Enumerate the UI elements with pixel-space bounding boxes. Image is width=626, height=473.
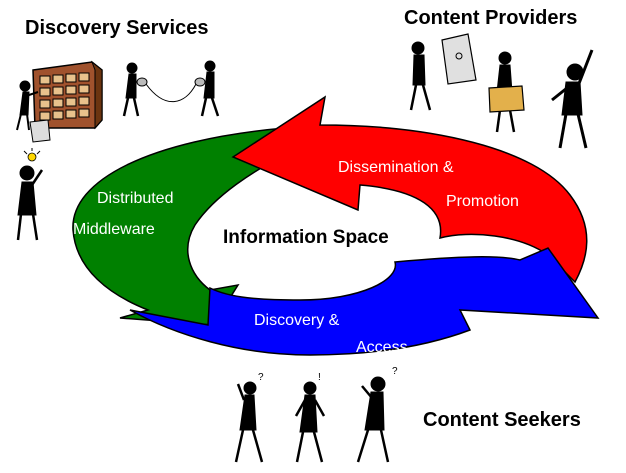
green-arrow: [72, 127, 286, 326]
question-mark-icon: ?: [392, 366, 398, 377]
green-arrow-label-line2: Middleware: [73, 221, 155, 238]
exclamation-icon: !: [318, 372, 321, 383]
person-waving-icon: [551, 49, 594, 149]
sign-symbol: [455, 52, 463, 60]
blue-arrow-label-line2: Access: [356, 339, 408, 356]
person-idea-icon: [16, 165, 44, 241]
person-phone-right-icon: [194, 60, 220, 117]
discovery-services-clipart: [16, 60, 220, 241]
phone-cord: [145, 83, 197, 103]
person-confused-middle-icon: !: [294, 372, 326, 463]
red-arrow: [231, 95, 588, 284]
red-arrow-label-line1: Dissemination &: [338, 159, 454, 176]
red-arrow-label-line2: Promotion: [446, 193, 519, 210]
green-arrow-label-line1: Distributed: [97, 190, 173, 207]
discovery-services-label: Discovery Services: [25, 17, 209, 39]
person-sign-icon: [409, 41, 432, 111]
content-seekers-clipart: ? ! ?: [234, 366, 398, 463]
information-space-label: Information Space: [223, 227, 389, 248]
content-providers-clipart: [409, 33, 594, 149]
person-filing-icon: [16, 80, 39, 131]
content-seekers-label: Content Seekers: [423, 409, 581, 431]
blue-arrow-label-line1: Discovery &: [254, 312, 340, 329]
person-confused-right-icon: ?: [356, 366, 398, 463]
package-icon: [488, 85, 525, 113]
person-package-icon: [495, 51, 516, 133]
filing-cabinet-icon: [32, 60, 103, 130]
blue-arrow: [129, 247, 600, 356]
content-providers-label: Content Providers: [404, 7, 578, 29]
paper-stack-icon: [29, 119, 51, 143]
lightbulb-icon: [23, 148, 41, 162]
question-mark-icon: ?: [258, 372, 264, 383]
person-phone-left-icon: [122, 62, 148, 117]
person-confused-left-icon: ?: [234, 372, 264, 463]
